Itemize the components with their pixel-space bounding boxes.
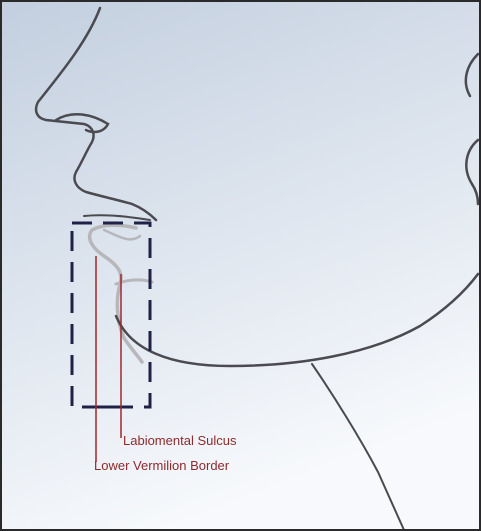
label-lower-vermilion-border: Lower Vermilion Border (94, 458, 230, 473)
label-labiomental-sulcus: Labiomental Sulcus (123, 433, 237, 448)
